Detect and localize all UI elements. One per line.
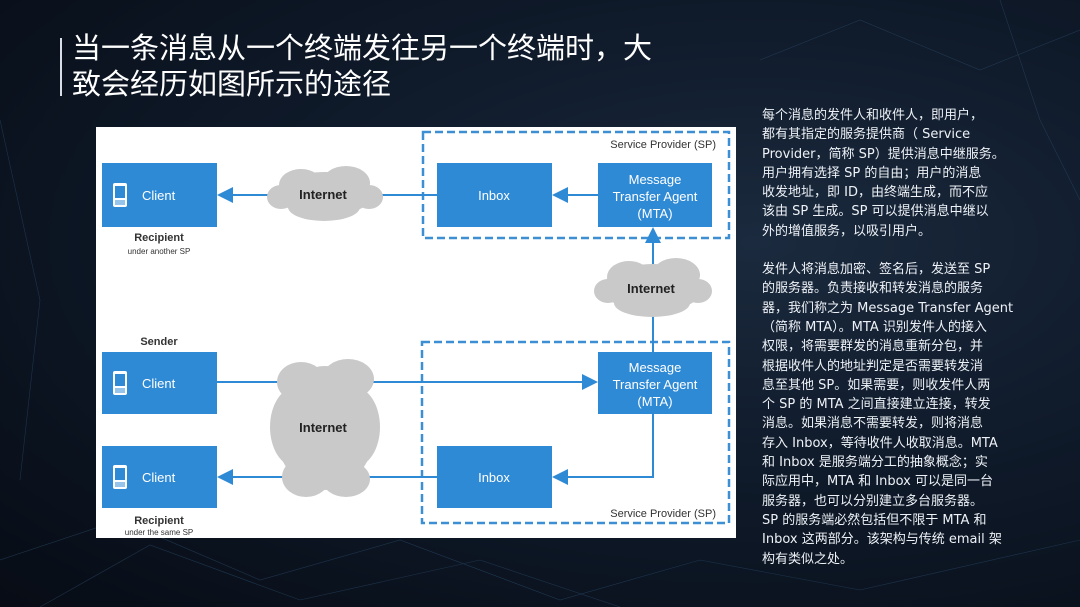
internet-cloud-right: [594, 258, 712, 317]
explanation-line: 构有类似之处。: [762, 551, 854, 567]
explanation-line: 存入 Inbox，等待收件人收取消息。MTA: [762, 435, 998, 451]
client-box-recipient-same-sp: Client: [102, 446, 217, 508]
explanation-line: SP 的服务端必然包括但不限于 MTA 和: [762, 512, 987, 528]
inbox-label: Inbox: [478, 470, 510, 485]
internet-label-top: Internet: [299, 187, 347, 202]
explanation-line: 的服务器。负责接收和转发消息的服务: [762, 281, 984, 297]
recipient-label-top: Recipient: [134, 232, 184, 244]
inbox-label: Inbox: [478, 188, 510, 203]
client-label: Client: [142, 470, 176, 485]
explanation-line: 息至其他 SP。如果需要，则收发件人两: [762, 377, 991, 393]
inbox-box-bottom: Inbox: [437, 446, 552, 508]
explanation-line: 该由 SP 生成。SP 可以提供消息中继以: [762, 204, 989, 220]
phone-icon: [113, 465, 127, 489]
explanation-line: 个 SP 的 MTA 之间直接建立连接，转发: [762, 397, 991, 413]
mta-label-line: (MTA): [637, 394, 672, 409]
client-label: Client: [142, 188, 176, 203]
explanation-line: 每个消息的发件人和收件人，即用户，: [762, 108, 984, 123]
inbox-box-top: Inbox: [437, 163, 552, 227]
mta-label-line: Transfer Agent: [613, 189, 698, 204]
explanation-line: 收发地址，即 ID，由终端生成，而不应: [762, 185, 988, 201]
mta-label-line: Message: [629, 172, 682, 187]
sp-label-top: Service Provider (SP): [610, 139, 716, 151]
message-flow-diagram: Service Provider (SP) Service Provider (…: [96, 127, 736, 538]
explanation-line: 根据收件人的地址判定是否需要转发消: [762, 358, 984, 374]
service-provider-region-top: [421, 130, 731, 240]
client-box-sender: Client: [102, 352, 217, 414]
service-provider-region-bottom: [420, 340, 731, 525]
internet-cloud-large: [270, 359, 380, 497]
explanation-line: 和 Inbox 是服务端分工的抽象概念；实: [762, 455, 988, 471]
explanation-line: 用户拥有选择 SP 的自由；用户的消息: [762, 165, 982, 181]
slide-title: 当一条消息从一个终端发往另一个终端时，大 致会经历如图所示的途径: [72, 30, 712, 102]
internet-label-large: Internet: [299, 420, 347, 435]
under-another-sp-label: under another SP: [128, 247, 191, 256]
explanation-line: 消息。如果消息不需要转发，则将消息: [762, 416, 984, 432]
internet-label-right: Internet: [627, 281, 675, 296]
title-line: 当一条消息从一个终端发往另一个终端时，大: [72, 31, 653, 65]
explanation-line: 器，我们称之为 Message Transfer Agent: [762, 300, 1014, 316]
under-same-sp-label: under the same SP: [125, 528, 193, 537]
explanation-line: 外的增值服务，以吸引用户。: [762, 223, 932, 239]
phone-icon: [113, 183, 127, 207]
explanation-line: Provider，简称 SP）提供消息中继服务。: [762, 146, 1005, 162]
mta-label-line: (MTA): [637, 206, 672, 221]
explanation-line: 际应用中，MTA 和 Inbox 可以是同一台: [762, 474, 994, 490]
client-label: Client: [142, 376, 176, 391]
mta-label-line: Transfer Agent: [613, 377, 698, 392]
title-accent-bar: [60, 38, 62, 96]
client-box-recipient-other-sp: Client: [102, 163, 217, 227]
internet-cloud-top: [267, 166, 383, 221]
arrow-mta-to-inbox-bottom: [552, 414, 654, 485]
sender-label: Sender: [140, 336, 178, 348]
explanation-line: Inbox 这两部分。该架构与传统 email 架: [762, 532, 1002, 548]
recipient-label-bottom: Recipient: [134, 515, 184, 527]
mta-label-line: Message: [629, 360, 682, 375]
explanation-paragraph: 发件人将消息加密、签名后，发送至 SP 的服务器。负责接收和转发消息的服务器，我们…: [762, 260, 1062, 569]
explanation-line: 服务器，也可以分别建立多台服务器。: [762, 493, 984, 509]
explanation-line: 都有其指定的服务提供商（ Service: [762, 127, 971, 143]
mta-box-bottom: Message Transfer Agent (MTA): [598, 352, 712, 414]
explanation-line: 发件人将消息加密、签名后，发送至 SP: [762, 262, 991, 278]
explanation-line: 权限，将需要群发的消息重新分包，并: [762, 339, 984, 355]
title-line: 致会经历如图所示的途径: [72, 67, 392, 101]
mta-box-top: Message Transfer Agent (MTA): [598, 163, 712, 227]
explanation-line: （简称 MTA）。MTA 识别发件人的接入: [762, 319, 987, 335]
sp-label-bottom: Service Provider (SP): [610, 508, 716, 520]
phone-icon: [113, 371, 127, 395]
